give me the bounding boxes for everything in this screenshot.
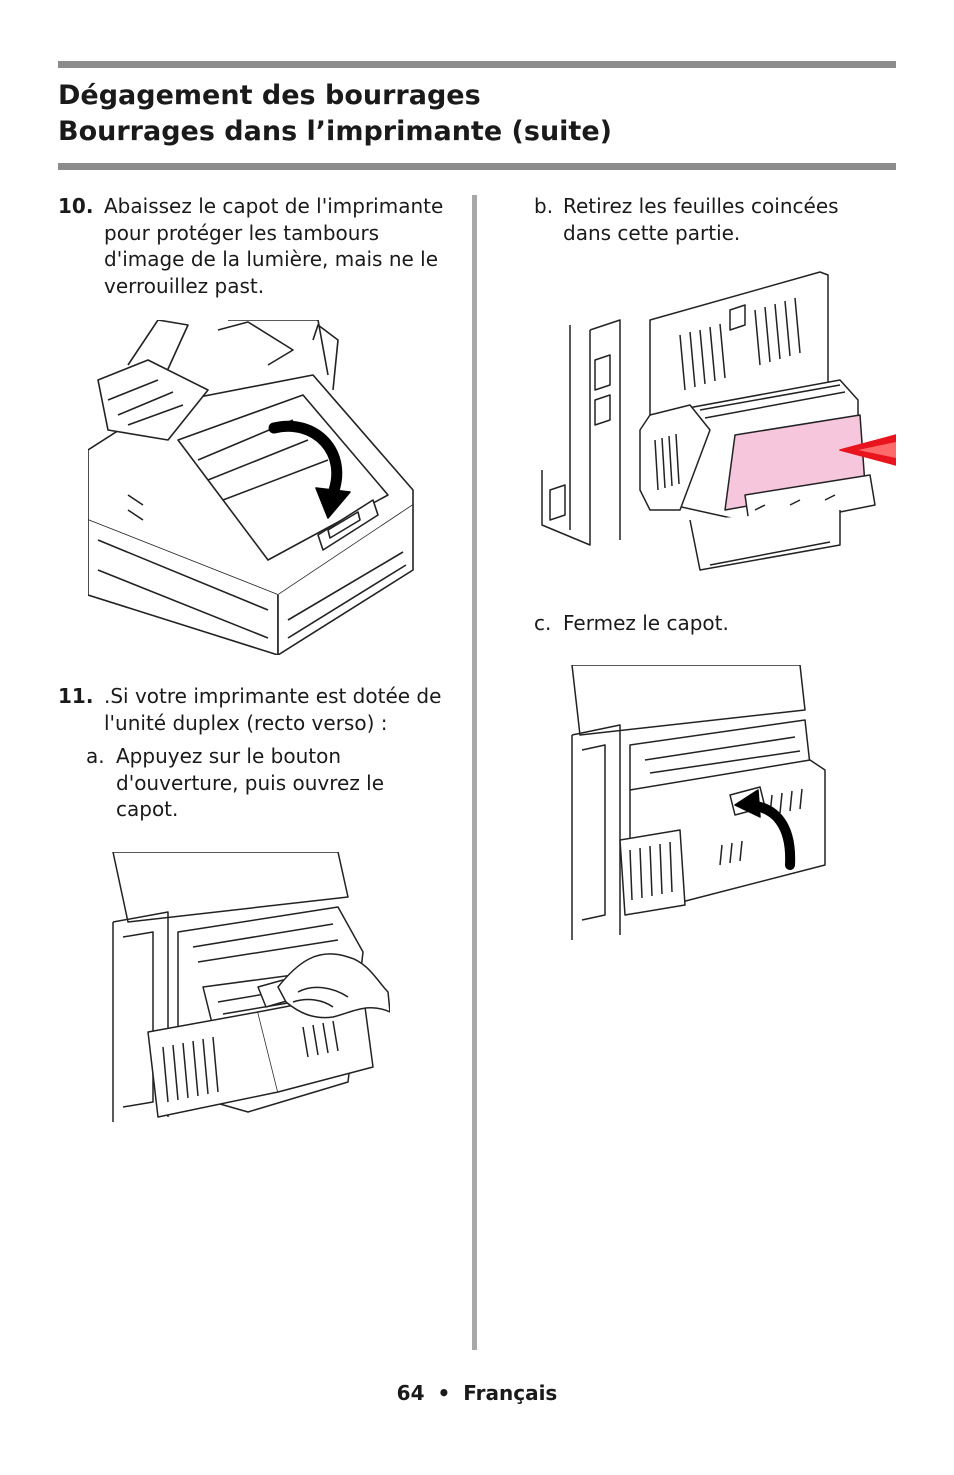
title-line-2: Bourrages dans l’imprimante (suite) <box>58 116 612 147</box>
page-title: Dégagement des bourrages Bourrages dans … <box>58 78 612 150</box>
footer-bullet: • <box>437 1381 451 1405</box>
title-bottom-rule <box>58 163 896 170</box>
column-divider <box>472 195 477 1350</box>
step-11b-text: Retirez les feuilles coincées dans cette… <box>563 194 839 245</box>
title-line-1: Dégagement des bourrages <box>58 80 481 111</box>
duplex-close-cover-illustration <box>571 665 826 940</box>
step-10-number: 10. <box>58 194 94 218</box>
top-rule <box>58 61 896 68</box>
page-footer: 64 • Français <box>0 1381 954 1405</box>
printer-top-cover-illustration <box>88 320 414 655</box>
step-11a-letter: a. <box>86 744 105 768</box>
duplex-open-button-illustration <box>112 852 390 1122</box>
step-11-number: 11. <box>58 684 94 708</box>
footer-language: Français <box>463 1381 558 1405</box>
duplex-jam-removal-illustration <box>541 271 896 571</box>
step-11c-letter: c. <box>534 611 552 635</box>
page-number: 64 <box>396 1381 425 1405</box>
step-11-text: .Si votre imprimante est dotée de l'unit… <box>104 684 442 735</box>
step-11c-text: Fermez le capot. <box>563 611 729 635</box>
step-11a-text: Appuyez sur le bouton d'ouverture, puis … <box>116 744 385 821</box>
step-11b-letter: b. <box>534 194 554 218</box>
step-10-text: Abaissez le capot de l'imprimante pour p… <box>104 194 444 298</box>
